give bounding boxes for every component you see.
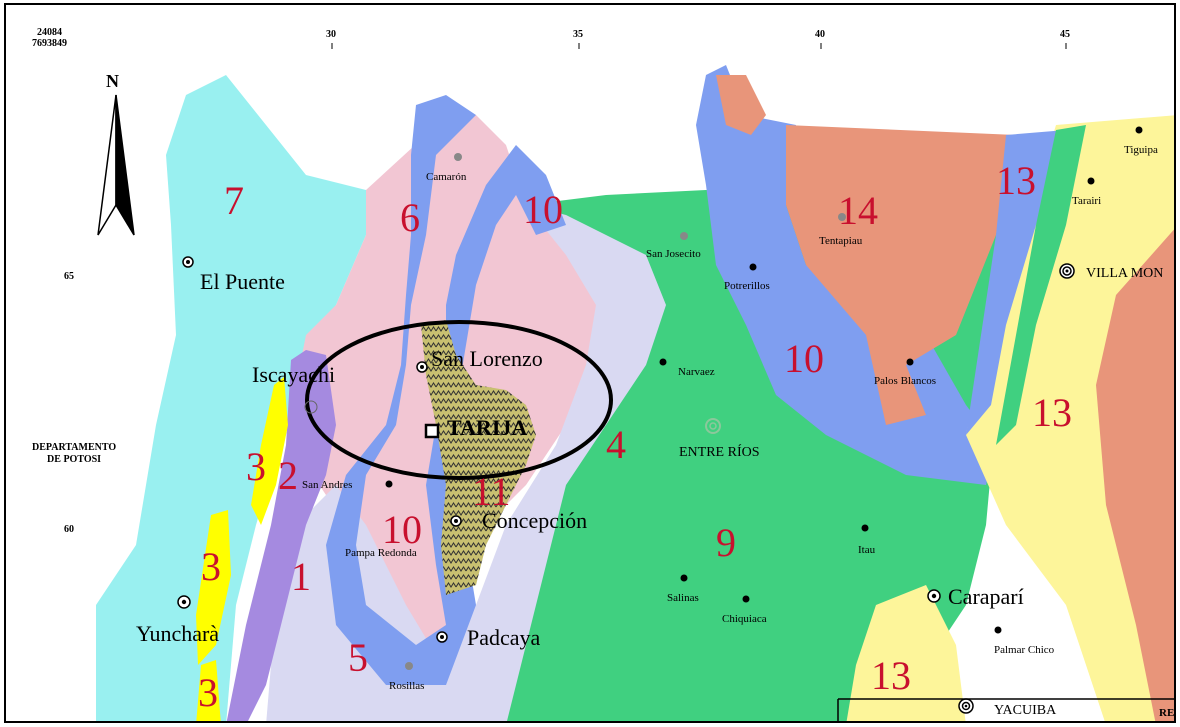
x-tick-40: 40 bbox=[815, 29, 825, 40]
zone-label-9: 9 bbox=[716, 520, 736, 565]
zone-3-yellow-a bbox=[251, 377, 288, 525]
marker-itau bbox=[861, 524, 869, 532]
tarija-highlight-ellipse bbox=[305, 320, 613, 480]
label-padcaya: Padcaya bbox=[467, 625, 541, 650]
zone-label-13-south: 13 bbox=[871, 653, 911, 698]
marker-chiquiaca bbox=[742, 595, 750, 603]
marker-potrerillos bbox=[749, 263, 757, 271]
label-yunchara: Yuncharà bbox=[136, 621, 220, 646]
label-itau: Itau bbox=[858, 544, 876, 556]
label-el-puente: El Puente bbox=[200, 269, 285, 294]
label-potrerillos: Potrerillos bbox=[724, 280, 770, 292]
zone-label-10-east: 10 bbox=[784, 336, 824, 381]
label-narvaez: Narvaez bbox=[678, 366, 715, 378]
zone-label-7: 7 bbox=[224, 178, 244, 223]
zone-5-lavender bbox=[266, 205, 666, 721]
label-yacuiba: YACUIBA bbox=[994, 703, 1057, 718]
zone-label-2: 2 bbox=[278, 453, 298, 498]
marker-tiguipa bbox=[1135, 126, 1143, 134]
marker-palmar-chico bbox=[994, 626, 1002, 634]
north-label: N bbox=[106, 71, 119, 91]
marker-entre-rios bbox=[705, 418, 721, 434]
label-salinas: Salinas bbox=[667, 592, 699, 604]
marker-san-andres bbox=[385, 480, 393, 488]
label-palmar-chico: Palmar Chico bbox=[994, 644, 1055, 656]
marker-camaron bbox=[454, 153, 462, 161]
north-arrow-icon bbox=[97, 94, 135, 236]
marker-tarairi bbox=[1087, 177, 1095, 185]
x-tick-35: 35 bbox=[573, 29, 583, 40]
label-tentapiau: Tentapiau bbox=[819, 235, 863, 247]
marker-tarija bbox=[424, 423, 440, 439]
zone-label-10-north: 10 bbox=[523, 187, 563, 232]
zone-label-4: 4 bbox=[606, 422, 626, 467]
zone-14-salmon bbox=[786, 125, 1016, 425]
x-tick-45: 45 bbox=[1060, 29, 1070, 40]
label-entre-rios: ENTRE RÍOS bbox=[679, 445, 760, 460]
zone-label-10-center: 10 bbox=[382, 507, 422, 552]
marker-iscayachi bbox=[304, 400, 318, 414]
zone-10-blue-east bbox=[696, 65, 996, 485]
zone-7-cyan bbox=[96, 75, 366, 721]
zone-label-13-ne: 13 bbox=[996, 158, 1036, 203]
zone-label-5: 5 bbox=[348, 635, 368, 680]
corner-coord-x: 24084 bbox=[37, 27, 62, 38]
label-palos-blancos: Palos Blancos bbox=[874, 375, 937, 387]
label-villa-mon: VILLA MON bbox=[1086, 266, 1164, 281]
label-tarairi: Tarairi bbox=[1072, 195, 1102, 207]
label-san-josecito: San Josecito bbox=[646, 248, 701, 260]
zone-label-14: 14 bbox=[838, 188, 878, 233]
zone-label-13-east: 13 bbox=[1032, 390, 1072, 435]
marker-tentapiau bbox=[838, 213, 846, 221]
label-san-andres: San Andres bbox=[302, 479, 353, 491]
zone-label-3-c: 3 bbox=[198, 670, 218, 715]
label-rosillas: Rosillas bbox=[389, 680, 425, 692]
zone-label-6: 6 bbox=[400, 195, 420, 240]
label-san-lorenzo: San Lorenzo bbox=[431, 346, 543, 371]
zone-11-tarija-valley bbox=[421, 320, 536, 595]
zone-label-3-b: 3 bbox=[201, 544, 221, 589]
zone-label-11: 11 bbox=[472, 469, 511, 514]
map-frame: 24084 7693849 30 35 40 45 65 60 N DEPART… bbox=[4, 3, 1176, 723]
label-tarija: TARIJA bbox=[447, 415, 528, 440]
zone-3-yellow-b bbox=[196, 510, 231, 665]
corner-coord-y: 7693849 bbox=[32, 38, 67, 49]
geologic-map bbox=[96, 43, 1174, 721]
zone-green-strip bbox=[996, 125, 1086, 445]
label-chiquiaca: Chiquiaca bbox=[722, 613, 767, 625]
label-concepcion: Concepción bbox=[482, 508, 588, 533]
zone-13-south bbox=[846, 585, 966, 721]
zone-3-yellow-c bbox=[196, 660, 221, 721]
zone-label-3-a: 3 bbox=[246, 444, 266, 489]
x-tick-30: 30 bbox=[326, 29, 336, 40]
zone-13-salmon-east bbox=[1096, 229, 1174, 721]
marker-salinas bbox=[680, 574, 688, 582]
label-pampa-redonda: Pampa Redonda bbox=[345, 547, 417, 559]
y-tick-65: 65 bbox=[64, 271, 74, 282]
zone-2-purple bbox=[226, 350, 336, 721]
label-iscayachi: Iscayachi bbox=[252, 362, 336, 387]
marker-san-josecito bbox=[680, 232, 688, 240]
zone-14-salmon-narrow bbox=[716, 75, 766, 135]
label-camaron: Camarón bbox=[426, 171, 467, 183]
label-tiguipa: Tiguipa bbox=[1124, 144, 1158, 156]
marker-rosillas bbox=[405, 662, 413, 670]
zone-label-1: 1 bbox=[291, 554, 311, 599]
marker-palos-blancos bbox=[906, 358, 914, 366]
label-carapari: Caraparí bbox=[948, 584, 1024, 609]
y-tick-60: 60 bbox=[64, 524, 74, 535]
label-cut-off: RE bbox=[1159, 707, 1175, 719]
marker-narvaez bbox=[659, 358, 667, 366]
